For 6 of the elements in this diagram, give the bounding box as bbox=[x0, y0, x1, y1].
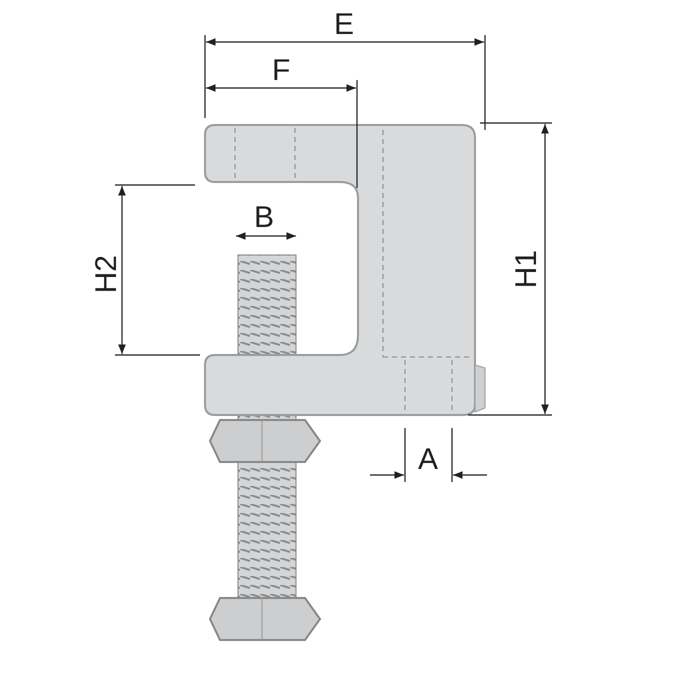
dimension-label: H1 bbox=[512, 250, 542, 288]
dimension-label: F bbox=[272, 56, 290, 86]
dimension-label: B bbox=[254, 203, 274, 233]
dimension-label: A bbox=[418, 445, 438, 475]
dimension-label: E bbox=[334, 10, 354, 40]
dimension-label: H2 bbox=[92, 255, 122, 294]
